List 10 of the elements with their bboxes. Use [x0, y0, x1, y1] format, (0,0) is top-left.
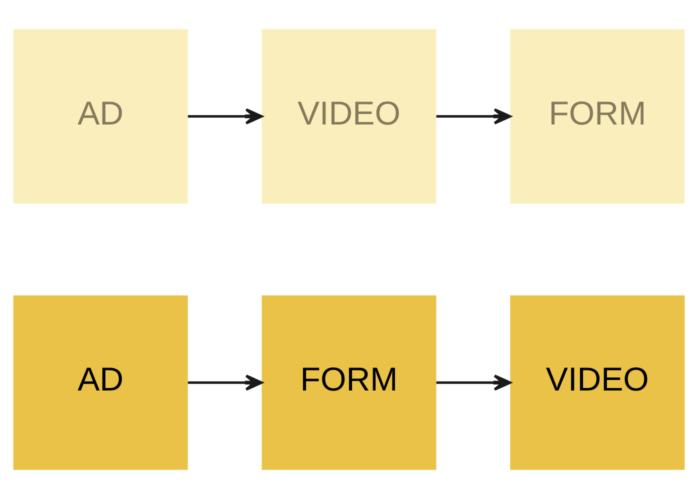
arrow	[436, 108, 512, 124]
node-box: FORM	[262, 294, 436, 470]
arrow	[436, 374, 512, 390]
node-box: VIDEO	[262, 28, 436, 204]
node-box: AD	[13, 28, 188, 204]
arrow	[188, 374, 263, 390]
arrow	[188, 108, 263, 124]
node-box: FORM	[510, 28, 685, 204]
node-box: VIDEO	[510, 294, 685, 470]
node-box: AD	[13, 294, 188, 470]
